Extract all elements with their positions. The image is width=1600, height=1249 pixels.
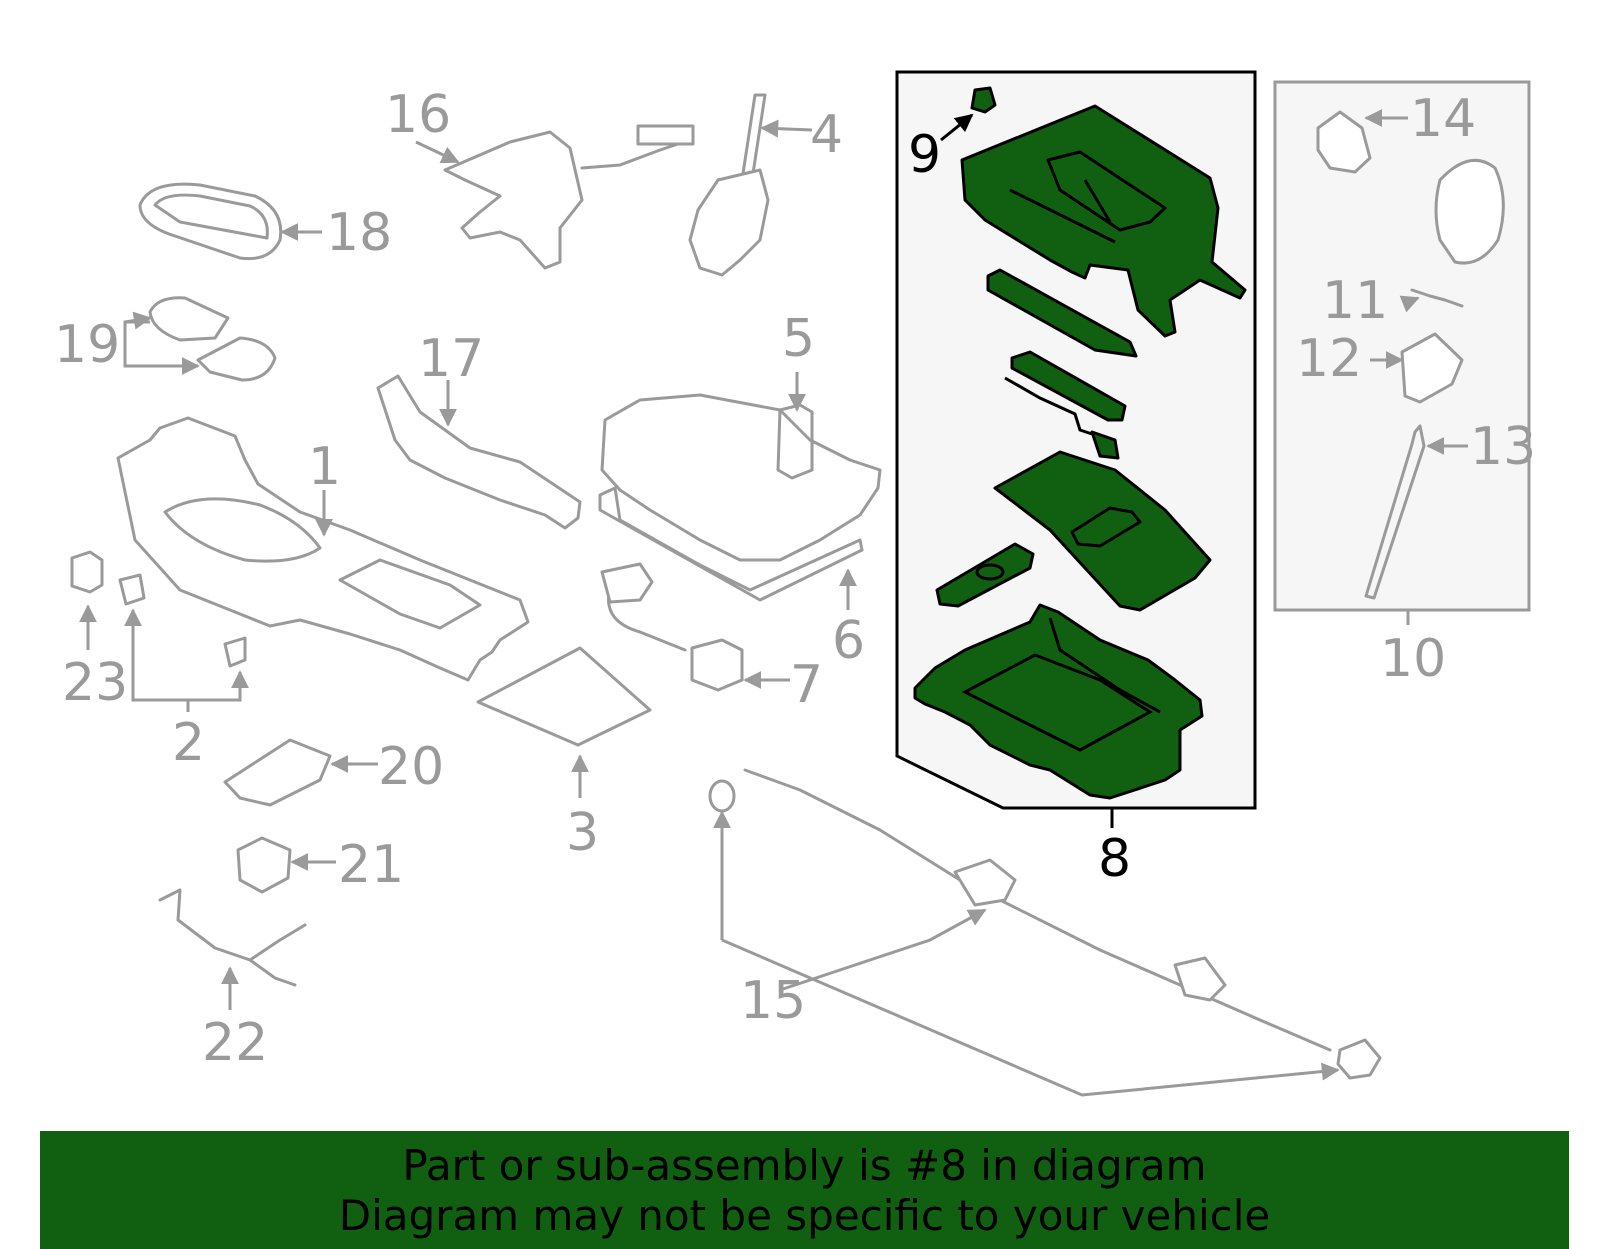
callout-1: 1 [308,437,341,497]
part-13-rod [1364,424,1426,600]
callout-3: 3 [566,803,599,863]
callout-22: 22 [202,1013,268,1073]
part-7-solenoid [690,638,744,692]
part-18-inner [153,193,269,240]
part-11-spring [1410,288,1464,308]
part-20-module [223,738,332,807]
part-15-sleeve [953,858,1227,1002]
callout-15: 15 [740,971,806,1031]
part-22-harness [158,888,307,987]
callout-2: 2 [172,713,205,773]
callout-13: 13 [1470,417,1536,477]
part-8-strip [986,268,1138,358]
part-8-cover-slot [1070,506,1142,548]
callout-10: 10 [1380,629,1446,689]
part-5-shifter-body [600,393,882,562]
part-8-indicator-module [1010,350,1127,422]
part-4-lever [740,93,767,182]
callout-18: 18 [326,203,392,263]
part-8-bezel-slot [1046,150,1167,232]
part-2-clip-a [118,573,146,606]
callout-12: 12 [1296,329,1362,389]
shift-knob [1434,158,1505,265]
part-21-module [236,836,292,894]
callout-5: 5 [782,309,815,369]
part-17-trim [376,374,582,530]
callout-20: 20 [378,737,444,797]
part-8-bezel-inner [1009,179,1116,244]
part-8-indicator-wire [1004,376,1111,442]
part-15-end-fitting [1336,1038,1382,1080]
callout-4: 4 [810,105,843,165]
part-19-mat-b [196,336,277,382]
callout-7: 7 [790,655,823,715]
part-15-cable [743,768,1332,1052]
part-23-switch [70,550,104,594]
part-8-housing [913,603,1204,800]
part-16-bracket [443,130,584,270]
part-4-base [688,168,770,277]
part-6-gasket [598,486,864,602]
part-8-housing-tray [961,617,1161,752]
part-18-bezel [138,182,283,261]
banner-line-2: Diagram may not be specific to your vehi… [338,1191,1271,1240]
callout-21: 21 [338,835,404,895]
callout-14: 14 [1410,89,1476,149]
part-8-indicator-plug [1090,430,1120,460]
part-15-grommet [708,779,736,813]
part-19-mat-a [148,296,230,342]
part-8-small-plate-hole [975,563,1005,581]
info-banner: Part or sub-assembly is #8 in diagram Di… [40,1131,1569,1249]
part-14-clip [1316,110,1372,174]
part-12-boot [1400,332,1464,404]
part-3-mat [476,646,652,747]
part-8-upper-bezel [960,104,1247,338]
callout-17: 17 [418,329,484,389]
banner-line-1: Part or sub-assembly is #8 in diagram [402,1141,1207,1190]
callout-11: 11 [1322,271,1388,331]
callout-23: 23 [62,653,128,713]
part-2-clip-b [223,636,247,668]
part-1-console-cupholder [163,497,482,630]
callout-16: 16 [385,85,451,145]
part-9-clip [970,86,997,114]
leader-lines [79,109,1468,1097]
callout-labels: 16 4 18 19 17 1 5 6 7 3 23 2 20 21 22 15… [54,85,1536,1073]
callout-9: 9 [908,125,941,185]
part-16-plug [636,124,695,146]
callout-19: 19 [54,315,120,375]
part-7-connector [600,562,654,604]
callout-8: 8 [1098,829,1131,889]
part-8-assembly[interactable] [895,70,1257,810]
part-1-console [116,416,530,682]
callout-6: 6 [832,611,865,671]
